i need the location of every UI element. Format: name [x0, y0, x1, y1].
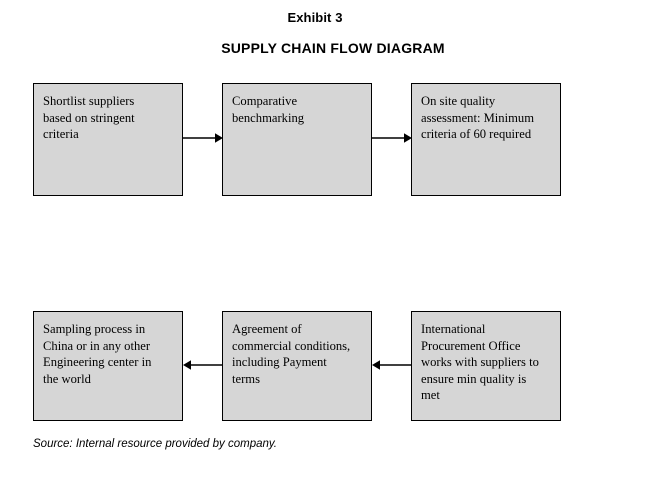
- flow-box-label: International Procurement Office works w…: [421, 322, 539, 402]
- flow-box-label: Comparative benchmarking: [232, 94, 305, 125]
- flow-box-label: Agreement of commercial conditions, incl…: [232, 322, 351, 386]
- source-note: Source: Internal resource provided by co…: [33, 438, 277, 450]
- flow-box-comparative-benchmarking: Comparative benchmarking: [222, 83, 372, 196]
- arrow-left-box6-to-box5: [372, 358, 412, 372]
- flow-box-agreement-commercial-conditions: Agreement of commercial conditions, incl…: [222, 311, 372, 421]
- exhibit-label: Exhibit 3: [287, 10, 343, 25]
- arrow-left-box5-to-box4: [183, 358, 223, 372]
- arrow-right-box2-to-box3: [372, 131, 412, 145]
- arrow-right-box1-to-box2: [183, 131, 223, 145]
- flow-box-shortlist-suppliers: Shortlist suppliers based on stringent c…: [33, 83, 183, 196]
- flow-box-international-procurement-office: International Procurement Office works w…: [411, 311, 561, 421]
- page-title: SUPPLY CHAIN FLOW DIAGRAM: [221, 40, 445, 56]
- flow-box-label: On site quality assessment: Minimum crit…: [421, 94, 534, 141]
- flow-box-on-site-quality-assessment: On site quality assessment: Minimum crit…: [411, 83, 561, 196]
- flow-box-label: Sampling process in China or in any othe…: [43, 322, 152, 386]
- flow-box-label: Shortlist suppliers based on stringent c…: [43, 94, 135, 141]
- flow-box-sampling-process: Sampling process in China or in any othe…: [33, 311, 183, 421]
